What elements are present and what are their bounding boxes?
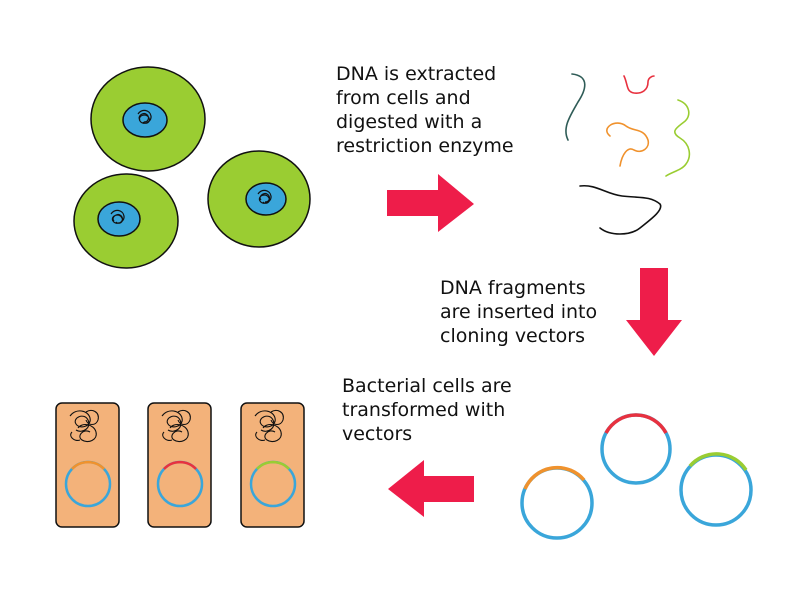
dna-fragment-red <box>623 75 655 94</box>
dna-fragment-teal <box>565 73 586 141</box>
plasmid-vector-red <box>600 413 672 485</box>
arrow-right-icon <box>387 174 474 232</box>
dna-fragment-orange <box>606 122 650 167</box>
eukaryotic-cell-3 <box>207 150 311 248</box>
bacterial-cell-2 <box>147 402 212 528</box>
bacterial-cell-3 <box>240 402 305 528</box>
dna-fragment-black <box>579 184 662 235</box>
plasmid-vector-orange <box>520 465 594 540</box>
label-fragment-insertion: DNA fragments are inserted into cloning … <box>440 277 598 347</box>
plasmid-vector-green <box>679 452 753 527</box>
arrow-left-icon <box>388 460 474 517</box>
dna-fragments <box>565 73 691 235</box>
label-dna-extraction: DNA is extracted from cells and digested… <box>336 63 514 157</box>
eukaryotic-cell-2 <box>73 173 179 269</box>
dna-fragment-green <box>665 99 691 177</box>
label-bacterial-transformation: Bacterial cells are transformed with vec… <box>342 375 512 445</box>
bacterial-cell-1 <box>55 402 120 528</box>
eukaryotic-cell-1 <box>90 66 206 172</box>
arrow-down-icon <box>626 268 682 356</box>
